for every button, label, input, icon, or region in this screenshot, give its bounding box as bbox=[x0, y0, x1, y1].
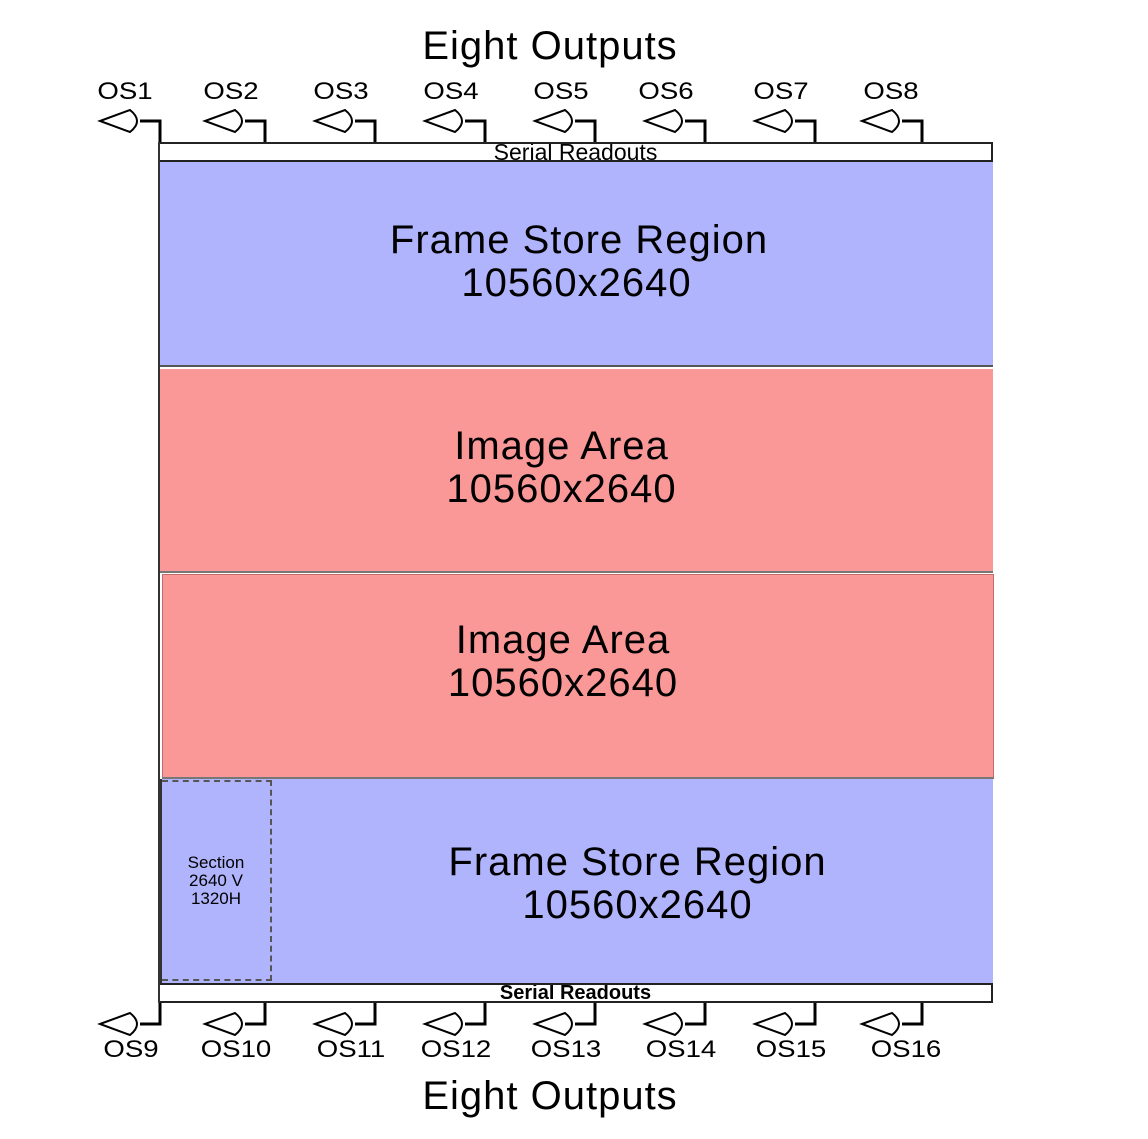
output-label-os7: OS7 bbox=[753, 78, 809, 105]
bottom-output-13-wire bbox=[575, 1003, 597, 1026]
section-horizontal-size: 1320H bbox=[190, 889, 242, 908]
section-vertical-size: 2640 V bbox=[189, 871, 243, 890]
top-output-8-amplifier-icon bbox=[859, 108, 900, 134]
top-output-3-wire bbox=[355, 119, 377, 142]
serial-readout-top: Serial Readouts bbox=[158, 142, 993, 162]
output-label-os9: OS9 bbox=[103, 1036, 159, 1063]
output-label-os4: OS4 bbox=[423, 78, 479, 105]
output-label-os10: OS10 bbox=[200, 1036, 272, 1063]
region-size: 10560x2640 bbox=[461, 261, 692, 305]
output-label-os13: OS13 bbox=[530, 1036, 602, 1063]
top-output-6-amplifier-icon bbox=[642, 108, 683, 134]
top-output-4-wire bbox=[465, 119, 487, 142]
bottom-output-16-wire bbox=[902, 1003, 924, 1026]
bottom-output-13-amplifier-icon bbox=[532, 1011, 573, 1037]
output-label-os6: OS6 bbox=[638, 78, 694, 105]
top-output-1-wire bbox=[140, 119, 162, 142]
bottom-output-15-amplifier-icon bbox=[752, 1011, 793, 1037]
bottom-output-14-wire bbox=[685, 1003, 707, 1026]
image-area-upper: Image Area 10560x2640 bbox=[160, 369, 993, 573]
output-label-os12: OS12 bbox=[420, 1036, 492, 1063]
bottom-output-12-amplifier-icon bbox=[422, 1011, 463, 1037]
bottom-output-14-amplifier-icon bbox=[642, 1011, 683, 1037]
top-output-7-amplifier-icon bbox=[752, 108, 793, 134]
region-size: 10560x2640 bbox=[446, 467, 677, 511]
top-output-4-amplifier-icon bbox=[422, 108, 463, 134]
region-title: Frame Store Region bbox=[448, 840, 827, 884]
bottom-output-12-wire bbox=[465, 1003, 487, 1026]
bottom-output-9-amplifier-icon bbox=[97, 1011, 138, 1037]
top-output-1-amplifier-icon bbox=[97, 108, 138, 134]
top-output-5-wire bbox=[575, 119, 597, 142]
output-label-os5: OS5 bbox=[533, 78, 589, 105]
bottom-output-10-amplifier-icon bbox=[202, 1011, 243, 1037]
section-label: Section bbox=[187, 853, 245, 872]
top-output-6-wire bbox=[685, 119, 707, 142]
region-size: 10560x2640 bbox=[447, 661, 679, 705]
output-label-os11: OS11 bbox=[316, 1036, 386, 1063]
left-edge-line bbox=[158, 142, 160, 1003]
top-output-2-amplifier-icon bbox=[202, 108, 243, 134]
serial-readout-bottom: Serial Readouts bbox=[158, 983, 993, 1003]
bottom-output-9-wire bbox=[140, 1003, 162, 1026]
output-label-os2: OS2 bbox=[203, 78, 259, 105]
image-area-lower: Image Area 10560x2640 bbox=[162, 574, 994, 779]
region-title: Image Area bbox=[455, 618, 671, 662]
top-output-5-amplifier-icon bbox=[532, 108, 573, 134]
output-label-os3: OS3 bbox=[313, 78, 369, 105]
bottom-output-10-wire bbox=[245, 1003, 267, 1026]
region-size: 10560x2640 bbox=[522, 883, 753, 927]
output-label-os14: OS14 bbox=[645, 1036, 717, 1063]
output-label-os8: OS8 bbox=[863, 78, 919, 105]
bottom-output-15-wire bbox=[795, 1003, 817, 1026]
output-label-os1: OS1 bbox=[97, 78, 153, 105]
bottom-title: Eight Outputs bbox=[422, 1074, 678, 1118]
bottom-output-16-amplifier-icon bbox=[859, 1011, 900, 1037]
output-label-os16: OS16 bbox=[870, 1036, 942, 1063]
frame-store-region-bottom: Frame Store Region 10560x2640 bbox=[160, 779, 993, 983]
region-title: Image Area bbox=[454, 424, 669, 468]
top-output-3-amplifier-icon bbox=[312, 108, 353, 134]
frame-store-region-top: Frame Store Region 10560x2640 bbox=[160, 161, 993, 367]
output-label-os15: OS15 bbox=[755, 1036, 827, 1063]
top-output-2-wire bbox=[245, 119, 267, 142]
top-output-7-wire bbox=[795, 119, 817, 142]
section-box: Section 2640 V 1320H bbox=[162, 780, 272, 981]
bottom-output-11-wire bbox=[355, 1003, 377, 1026]
region-title: Frame Store Region bbox=[389, 218, 769, 262]
bottom-output-11-amplifier-icon bbox=[312, 1011, 353, 1037]
top-output-8-wire bbox=[902, 119, 924, 142]
top-title: Eight Outputs bbox=[422, 24, 678, 68]
